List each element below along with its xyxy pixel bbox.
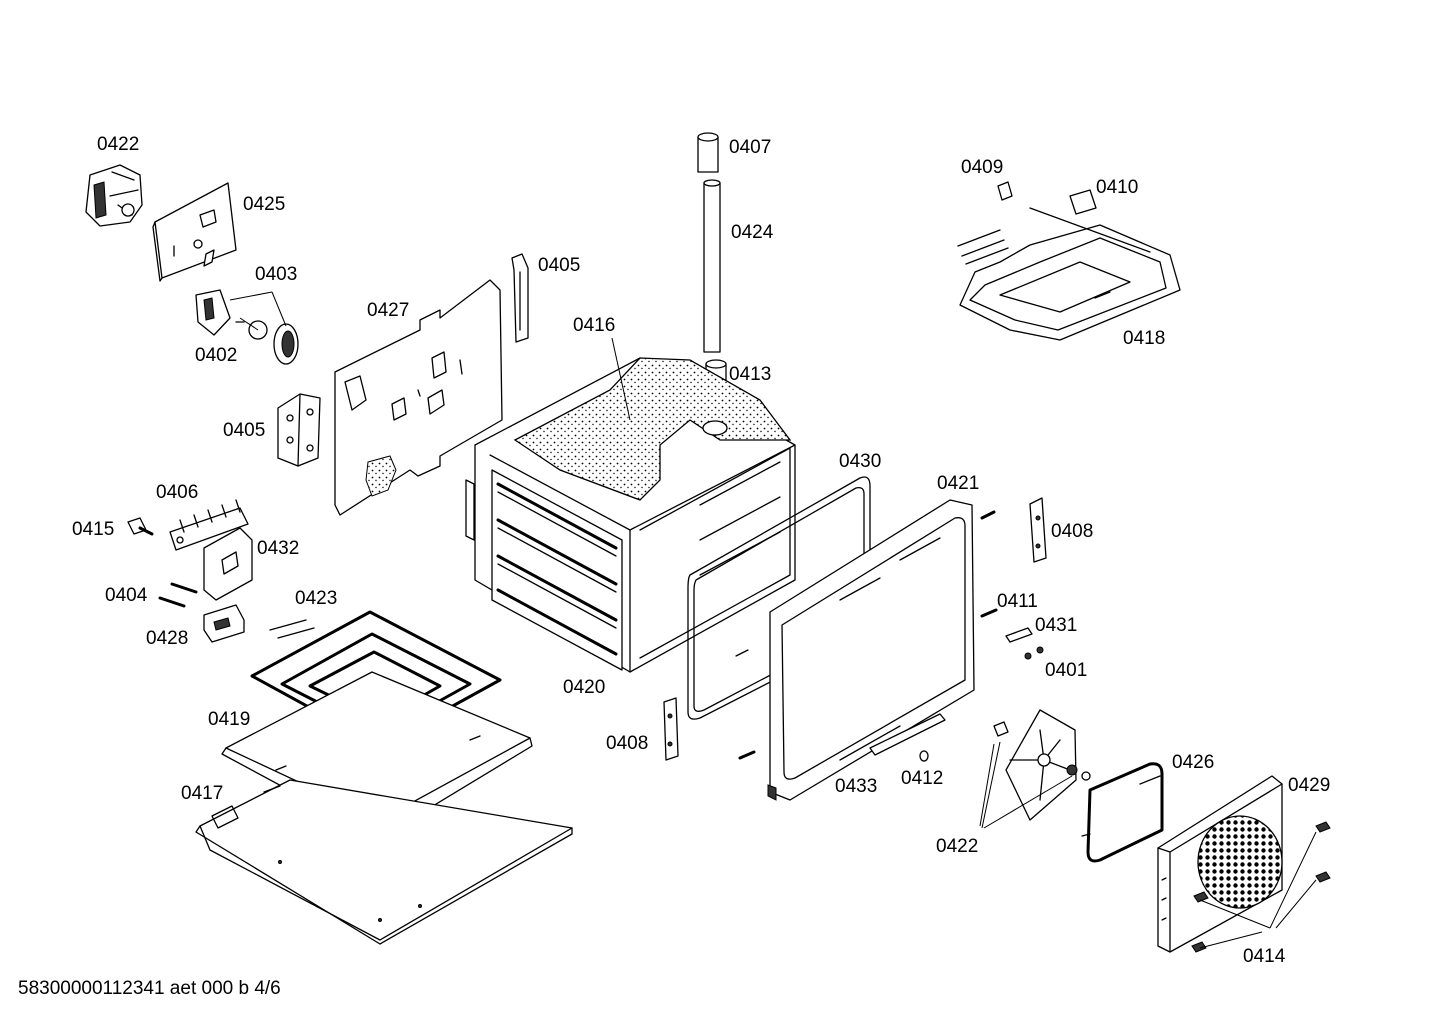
label-0428: 0428 (146, 628, 188, 649)
part-door-hinge-left (663, 697, 679, 761)
part-cover-panel (152, 182, 237, 282)
label-0415: 0415 (72, 519, 114, 540)
part-front-frame (767, 499, 975, 801)
part-thermostat-housing (85, 164, 143, 227)
part-screws-0414 (1191, 821, 1331, 953)
label-0420: 0420 (563, 677, 605, 698)
label-0405-left: 0405 (223, 420, 265, 441)
part-oven-cavity (465, 357, 796, 673)
part-insulation-panel (334, 279, 503, 516)
part-screw-0415 (127, 517, 154, 536)
label-0422-bottom: 0422 (936, 836, 978, 857)
label-0402: 0402 (195, 345, 237, 366)
label-0433: 0433 (835, 776, 877, 797)
label-0424: 0424 (731, 222, 774, 243)
part-door-hinge-right (1029, 497, 1047, 563)
part-exhaust-pipe (697, 132, 727, 381)
label-0409: 0409 (961, 157, 1003, 178)
label-0408-right: 0408 (1051, 521, 1093, 542)
part-bracket-0432 (203, 527, 253, 601)
label-0425: 0425 (243, 194, 285, 215)
drawing-code: 58300000112341 aet 000 b 4/6 (18, 978, 281, 999)
label-0416: 0416 (573, 315, 615, 336)
part-screws-0404 (158, 582, 198, 608)
label-0418: 0418 (1123, 328, 1165, 349)
label-0408-left: 0408 (606, 733, 648, 754)
label-0427: 0427 (367, 300, 409, 321)
label-0411: 0411 (997, 591, 1038, 612)
label-0410: 0410 (1096, 177, 1138, 198)
label-0432: 0432 (257, 538, 299, 559)
part-fan-gasket (1081, 762, 1164, 863)
label-0405-right: 0405 (538, 255, 580, 276)
part-labels: 0422 0425 0403 0402 0405 0427 0405 0407 … (72, 134, 1330, 967)
label-0429: 0429 (1288, 775, 1330, 796)
label-0419: 0419 (208, 709, 250, 730)
label-0422-top: 0422 (97, 134, 139, 155)
part-screws-door (738, 510, 1044, 762)
part-terminal-block (169, 499, 249, 551)
part-fan-cover (1157, 775, 1283, 953)
label-0426: 0426 (1172, 752, 1214, 773)
part-trim-strip (869, 713, 946, 756)
label-0412: 0412 (901, 768, 943, 789)
part-lamp-assembly (195, 289, 299, 365)
part-fan-wheel (993, 709, 1091, 821)
label-0431: 0431 (1035, 615, 1077, 636)
part-hinge-bracket (277, 393, 321, 467)
label-0413: 0413 (729, 364, 771, 385)
part-upper-bracket (511, 253, 529, 343)
label-0414: 0414 (1243, 946, 1286, 967)
label-0421: 0421 (937, 473, 979, 494)
label-0423: 0423 (295, 588, 337, 609)
leader-lines (229, 291, 1317, 949)
label-0417: 0417 (181, 783, 223, 804)
part-grill-heater (957, 181, 1181, 341)
label-0403: 0403 (255, 264, 297, 285)
part-base-plate (195, 779, 573, 945)
label-0401: 0401 (1045, 660, 1087, 681)
label-0404: 0404 (105, 585, 148, 606)
label-0430: 0430 (839, 451, 881, 472)
label-0406: 0406 (156, 482, 198, 503)
part-switch-0428 (203, 604, 245, 643)
label-0407: 0407 (729, 137, 771, 158)
